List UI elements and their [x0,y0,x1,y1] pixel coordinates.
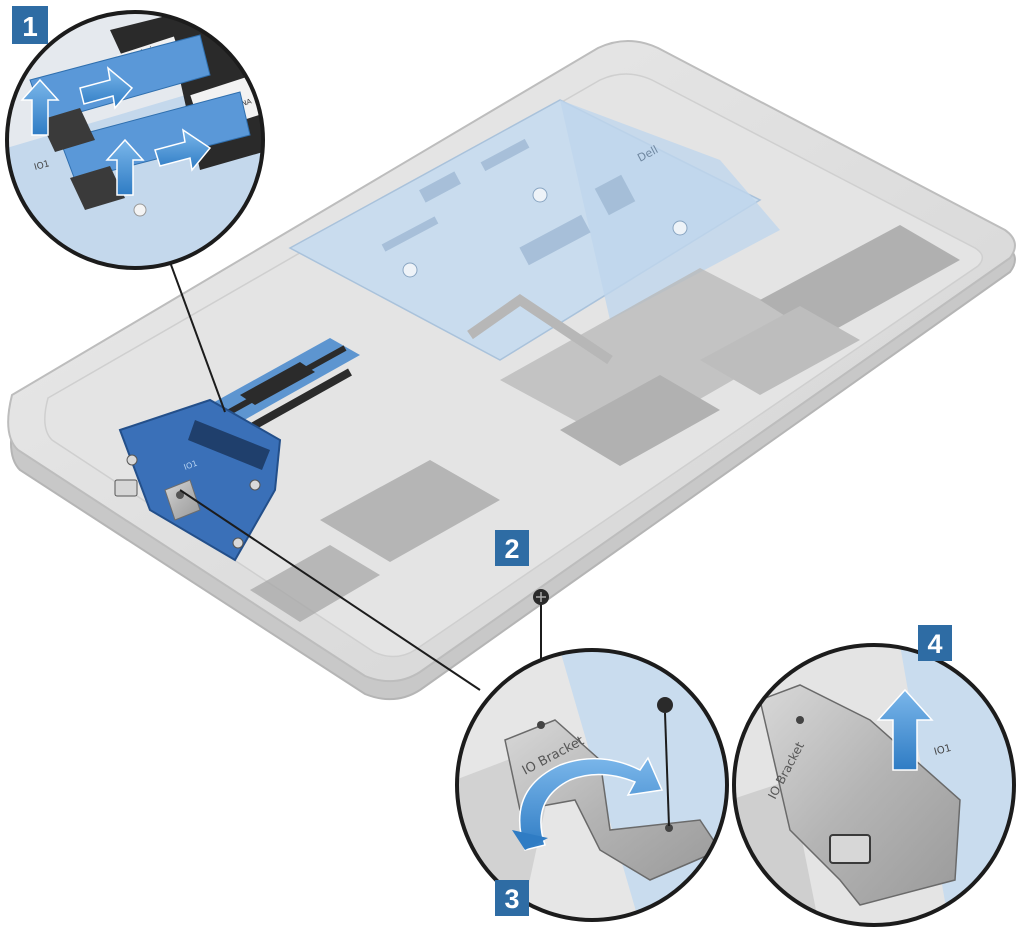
callout-io-label: IO1 [33,159,51,173]
arrow-up-icon [20,78,60,136]
arrow-right-icon [154,128,212,172]
io-bracket-lifted[interactable] [759,684,961,906]
io-bracket-small[interactable] [164,479,201,521]
arrow-up-icon [105,138,145,196]
step-badge-1: 1 [12,6,48,44]
motherboard: Dell [288,99,780,361]
usb-port-closeup [829,834,871,864]
arrow-right-icon [79,66,134,110]
step-number: 3 [504,884,519,914]
io-board[interactable]: IO1 [118,398,282,562]
screw-icon[interactable] [657,697,673,713]
io-board-label: IO1 [183,459,199,472]
callout-3-magnified: IO Bracket [455,648,729,922]
callout-4-io-label: IO1 [933,743,952,758]
arrow-up-icon [876,688,934,771]
step-badge-4: 4 [918,625,952,661]
step-number: 1 [22,11,38,42]
step-number: 4 [927,629,942,659]
step-badge-2: 2 [495,530,529,566]
callout-1-magnified: Made in MADE IN CHINA IO1 [5,10,265,270]
bracket-screw-small[interactable] [176,491,184,499]
internal-components [250,225,960,622]
callout-4-magnified: IO Bracket IO1 [732,643,1016,927]
screw-icon[interactable] [533,589,549,605]
usb-port [114,479,138,497]
step-badge-3: 3 [495,880,529,916]
cables [200,293,613,432]
step-number: 2 [504,534,519,564]
rotate-arrow-icon [518,756,664,851]
